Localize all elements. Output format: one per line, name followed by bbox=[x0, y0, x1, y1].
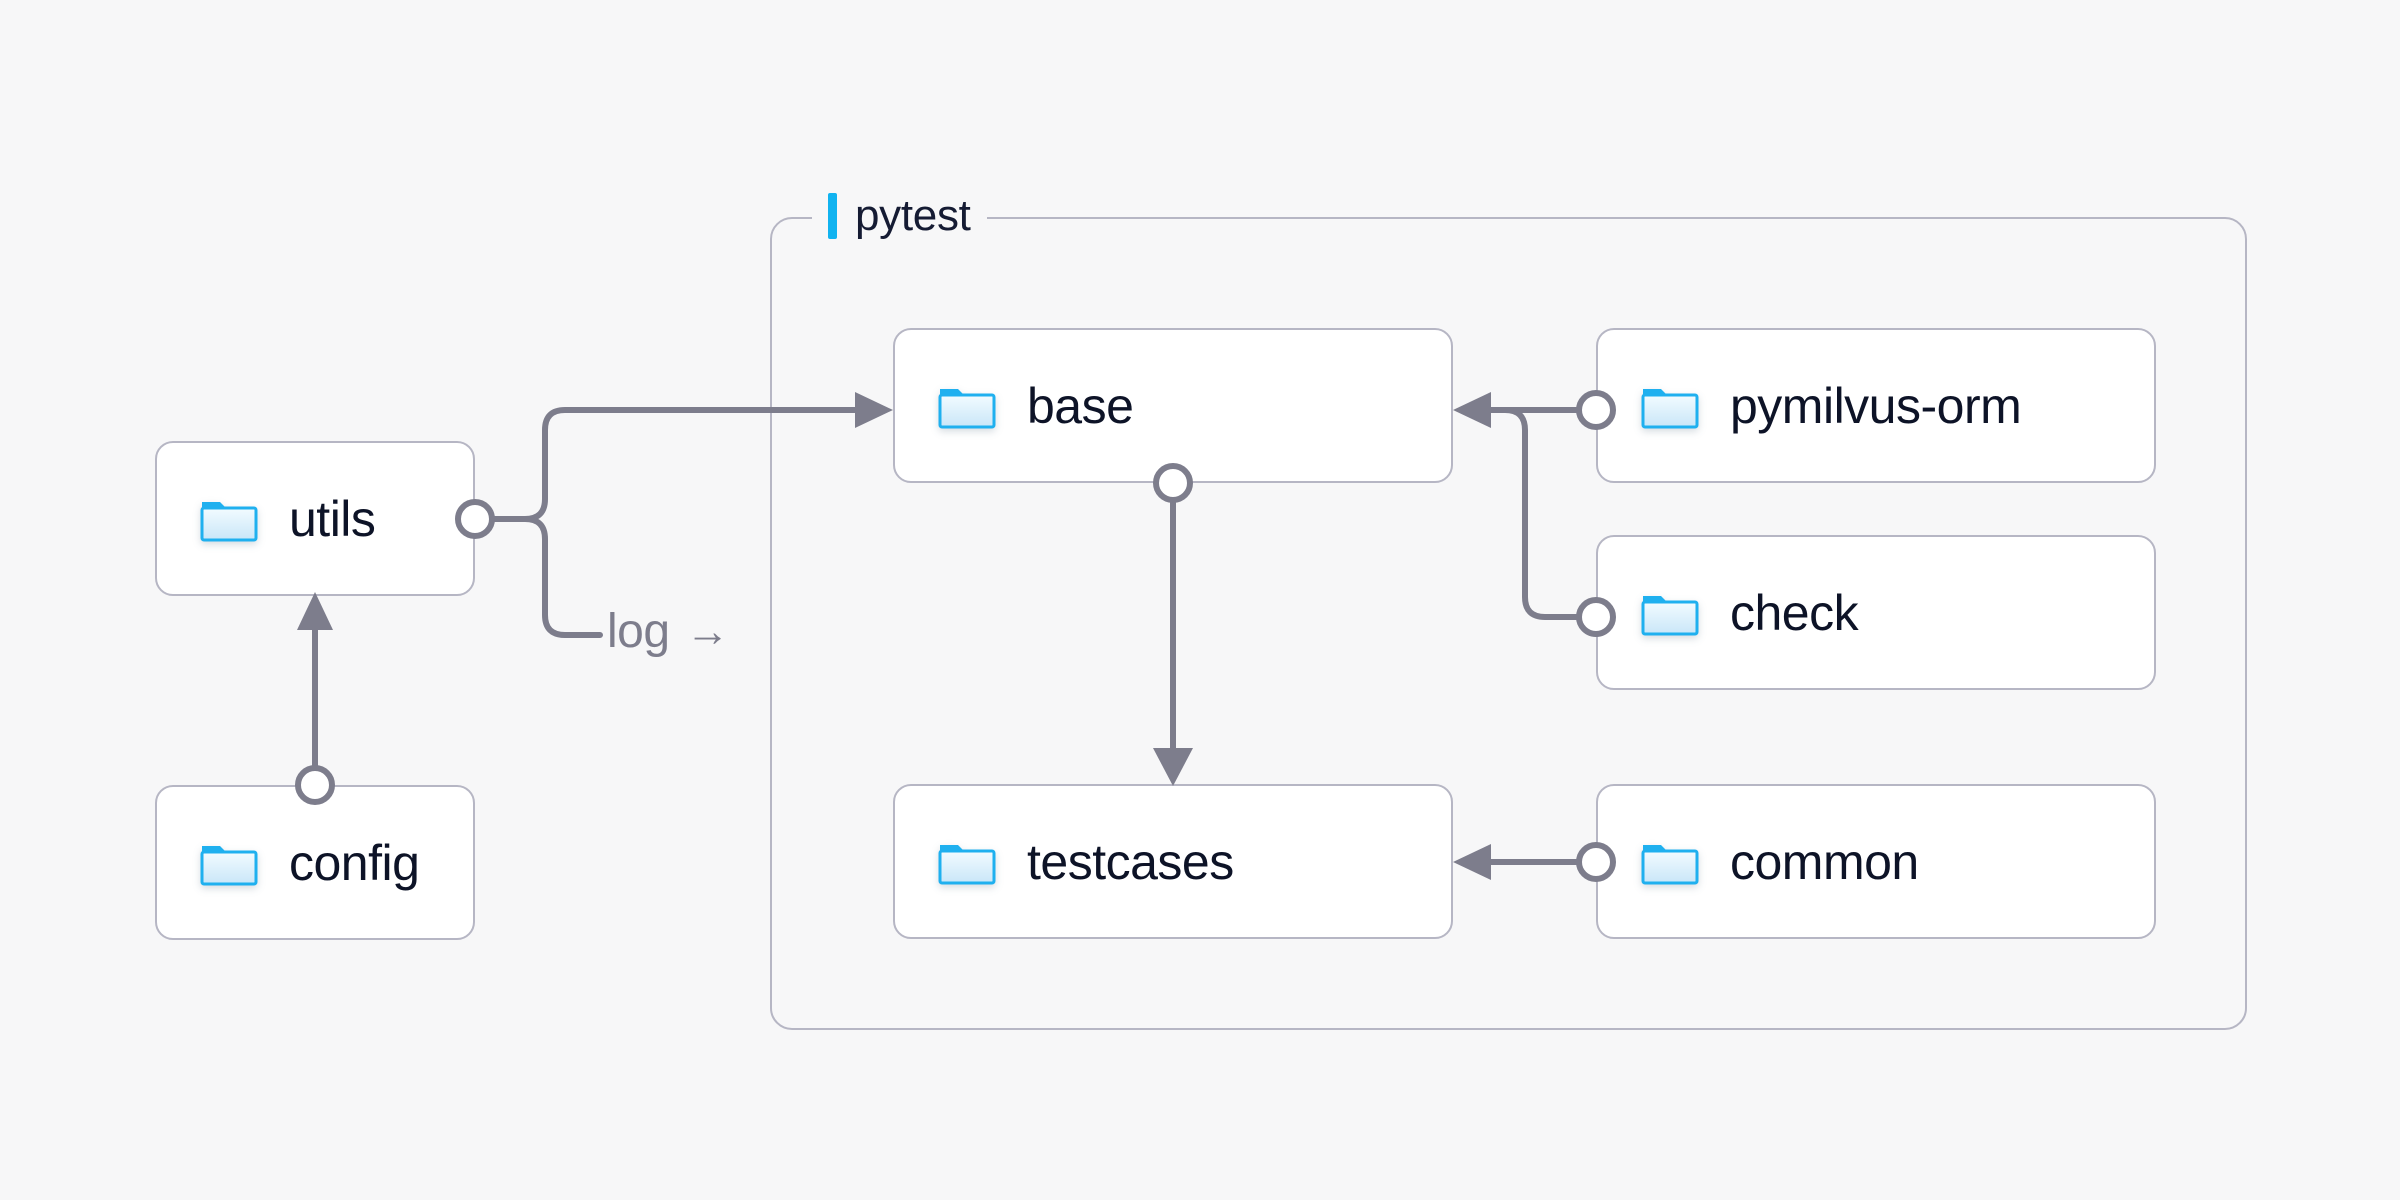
arrowhead-config-to-utils bbox=[297, 592, 333, 630]
folder-icon bbox=[1640, 381, 1700, 431]
folder-icon bbox=[937, 837, 997, 887]
node-label: config bbox=[289, 834, 420, 891]
folder-icon bbox=[199, 494, 259, 544]
folder-icon bbox=[937, 381, 997, 431]
node-common[interactable]: common bbox=[1596, 784, 2156, 939]
arrow-right-icon: → bbox=[685, 606, 730, 656]
pytest-group-label: pytest bbox=[812, 189, 987, 243]
pytest-group-title: pytest bbox=[855, 191, 971, 240]
node-base[interactable]: base bbox=[893, 328, 1453, 483]
node-config[interactable]: config bbox=[155, 785, 475, 940]
node-testcases[interactable]: testcases bbox=[893, 784, 1453, 939]
node-check[interactable]: check bbox=[1596, 535, 2156, 690]
folder-icon bbox=[1640, 588, 1700, 638]
edge-utils-to-log bbox=[492, 516, 603, 638]
node-pymilvus-orm[interactable]: pymilvus-orm bbox=[1596, 328, 2156, 483]
node-label: common bbox=[1730, 833, 1919, 890]
folder-icon bbox=[1640, 837, 1700, 887]
node-label: base bbox=[1027, 377, 1134, 434]
node-label: utils bbox=[289, 490, 376, 547]
node-label: check bbox=[1730, 584, 1859, 641]
edge-label-log-text: log bbox=[607, 605, 670, 658]
node-label: pymilvus-orm bbox=[1730, 377, 2022, 434]
folder-icon bbox=[199, 838, 259, 888]
node-label: testcases bbox=[1027, 833, 1234, 890]
pytest-group-container bbox=[770, 217, 2247, 1030]
pytest-accent-bar bbox=[828, 193, 837, 239]
node-utils[interactable]: utils bbox=[155, 441, 475, 596]
edge-label-log: log → bbox=[607, 604, 730, 659]
